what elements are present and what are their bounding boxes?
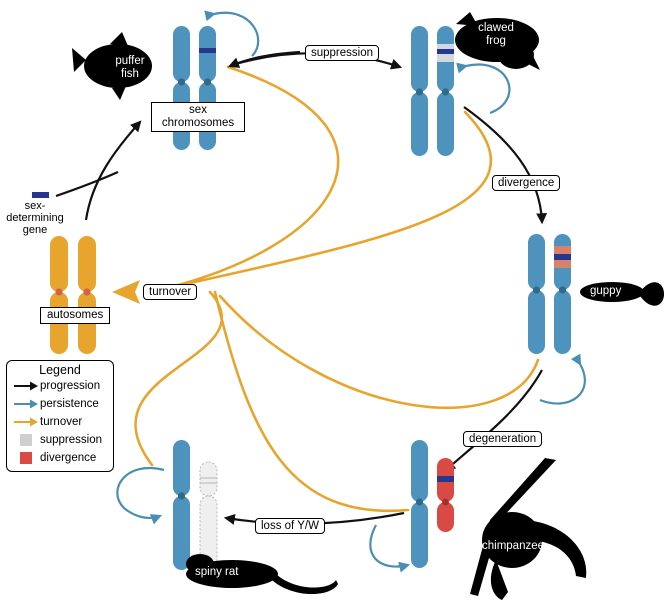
- legend-label-suppression: suppression: [40, 434, 103, 446]
- legend-label-persistence: persistence: [40, 398, 99, 410]
- legend-title: Legend: [39, 363, 81, 377]
- sex-gene-band: [437, 476, 454, 482]
- loss-of-yw-label: loss of Y/W: [255, 518, 325, 534]
- legend-label-turnover: turnover: [40, 416, 83, 428]
- turnover-curve-from-chimp: [213, 290, 410, 513]
- progression-autosome-to-sex: [84, 120, 142, 221]
- turnover-label: turnover: [143, 284, 198, 300]
- spiny-rat-label: spiny rat: [195, 566, 239, 578]
- sex-gene-pointer: [55, 170, 119, 198]
- progression-divergence: [463, 106, 548, 225]
- legend-item-persistence: persistence: [13, 396, 99, 412]
- turnover-curve-from-pufferfish: [148, 65, 340, 294]
- sex-gene-marker: [32, 192, 49, 198]
- turnover-arrowhead: [112, 280, 140, 304]
- autosomes-label: autosomes: [40, 307, 111, 325]
- pufferfish-silhouette: [72, 32, 152, 100]
- guppy-silhouette: [580, 282, 664, 306]
- legend-item-divergence: divergence: [13, 450, 96, 466]
- frog-silhouette: [455, 12, 540, 70]
- chromosome-pair-autosomes: [50, 236, 96, 354]
- sex-gene-band: [199, 48, 216, 53]
- legend-label-divergence: divergence: [40, 452, 97, 464]
- frog-label: clawed frog: [478, 22, 514, 47]
- persistence-loop-frog: [456, 62, 511, 115]
- legend-item-turnover: turnover: [13, 414, 82, 430]
- persistence-loop-guppy: [539, 353, 586, 405]
- turnover-curve-from-spiny-rat: [134, 290, 224, 467]
- legend-arrow-persistence-icon: [14, 399, 38, 409]
- legend-square-suppression-icon: [20, 434, 32, 446]
- chimpanzee-silhouette: [470, 458, 587, 600]
- sex-gene-band: [437, 49, 454, 54]
- pufferfish-label: puffer fish: [115, 55, 145, 80]
- legend-square-divergence-icon: [20, 452, 32, 464]
- sex-chromosomes-label: sex chromosomes: [151, 102, 245, 133]
- spiny-rat-silhouette: [186, 554, 338, 595]
- chromosome-pair-frog: [411, 26, 454, 156]
- guppy-label: guppy: [590, 285, 622, 297]
- progression-suppression-back: [227, 50, 301, 68]
- suppression-label: suppression: [305, 45, 380, 61]
- legend-arrow-progression-icon: [14, 381, 38, 391]
- legend-item-suppression: suppression: [13, 432, 102, 448]
- legend: Legend progression persistence turnover …: [6, 360, 114, 472]
- chromosome-pair-chimpanzee: [411, 440, 454, 568]
- degeneration-label: degeneration: [463, 431, 543, 447]
- turnover-curve-from-frog: [148, 110, 492, 294]
- legend-item-progression: progression: [13, 378, 100, 394]
- persistence-loop-chimp: [369, 524, 411, 573]
- turnover-curve-from-guppy: [218, 294, 540, 409]
- legend-arrow-turnover-icon: [14, 417, 38, 427]
- chromosome-pair-spiny-rat: [173, 440, 218, 570]
- chimpanzee-label: chimpanzee: [482, 540, 545, 552]
- sex-gene-label: sex-determining gene: [6, 200, 64, 237]
- sex-gene-band: [554, 254, 571, 260]
- divergence-label: divergence: [492, 175, 561, 191]
- progression-degeneration: [444, 369, 543, 472]
- persistence-loop-pufferfish: [204, 10, 260, 57]
- persistence-loop-spiny-rat: [116, 467, 165, 525]
- turnover-arrows: [112, 65, 540, 513]
- legend-label-progression: progression: [40, 380, 101, 392]
- chromosome-pair-guppy: [528, 234, 571, 354]
- persistence-loops: [116, 10, 586, 573]
